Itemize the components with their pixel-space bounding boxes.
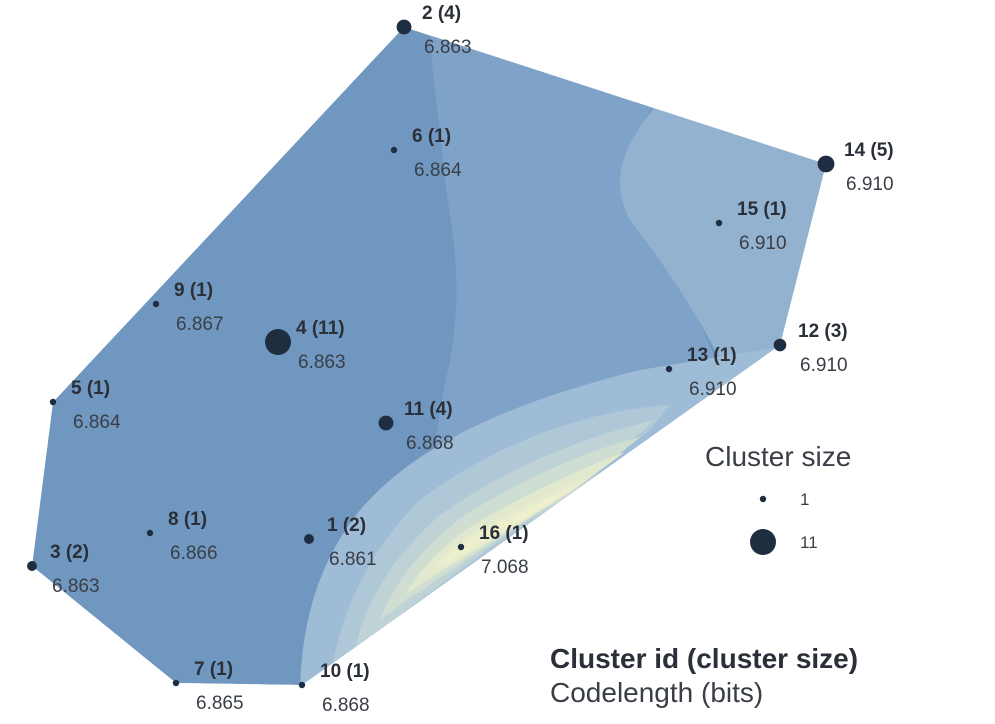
codelength-label-8: 6.866 [170,543,218,564]
codelength-label-13: 6.910 [689,379,737,400]
cluster-id-label-14: 14 (5) [844,140,894,161]
cluster-point-15: 15 (1) 6.910 [715,199,787,254]
label-key: Cluster id (cluster size) Codelength (bi… [550,643,858,708]
codelength-label-4: 6.863 [298,352,346,373]
cluster-id-label-9: 9 (1) [174,280,213,301]
cluster-marker-2 [396,19,412,35]
cluster-id-label-4: 4 (11) [296,318,345,339]
cluster-point-12: 12 (3) 6.910 [773,321,848,376]
contour-band-2 [620,100,826,360]
cluster-id-label-2: 2 (4) [422,3,461,24]
cluster-marker-16 [457,543,465,551]
contour-peak [430,470,605,570]
cluster-point-9: 9 (1) 6.867 [152,280,224,335]
cluster-point-11: 11 (4) 6.868 [378,399,454,454]
codelength-label-9: 6.867 [176,314,224,335]
cluster-point-3: 3 (2) 6.863 [27,542,100,597]
cluster-marker-7 [172,679,180,687]
cluster-point-5: 5 (1) 6.864 [49,378,121,433]
cluster-marker-15 [715,219,723,227]
cluster-id-label-7: 7 (1) [194,659,233,680]
size-legend-marker-large [750,529,776,555]
cluster-point-2: 2 (4) 6.863 [396,3,472,58]
size-legend-marker-small [759,495,767,503]
label-key-line2: Codelength (bits) [550,677,763,708]
cluster-point-7: 7 (1) 6.865 [172,659,244,714]
cluster-marker-12 [773,338,787,352]
cluster-id-label-16: 16 (1) [479,523,529,544]
codelength-label-12: 6.910 [800,355,848,376]
cluster-marker-3 [27,561,37,571]
size-legend-value-small: 1 [800,490,809,509]
cluster-marker-4 [265,329,291,355]
cluster-marker-9 [152,300,160,308]
cluster-marker-13 [665,365,673,373]
cluster-point-14: 14 (5) 6.910 [817,140,894,195]
codelength-label-10: 6.868 [322,695,370,716]
cluster-point-13: 13 (1) 6.910 [665,345,737,400]
cluster-id-label-15: 15 (1) [737,199,787,220]
cluster-id-label-13: 13 (1) [687,345,737,366]
label-key-line1: Cluster id (cluster size) [550,643,858,674]
cluster-id-label-10: 10 (1) [320,661,370,682]
cluster-id-label-8: 8 (1) [168,509,207,530]
cluster-point-8: 8 (1) 6.866 [146,509,218,564]
codelength-label-14: 6.910 [846,174,894,195]
cluster-id-label-6: 6 (1) [412,126,451,147]
codelength-label-11: 6.868 [406,433,454,454]
size-legend-value-large: 11 [800,533,818,552]
cluster-point-4: 4 (11) 6.863 [265,318,346,373]
cluster-marker-14 [817,155,835,173]
codelength-label-2: 6.863 [424,37,472,58]
cluster-marker-5 [49,398,57,406]
size-legend: Cluster size 1 11 [705,441,851,555]
cluster-marker-11 [378,415,394,431]
cluster-id-label-11: 11 (4) [404,399,453,420]
cluster-id-label-1: 1 (2) [327,515,366,536]
cluster-point-16: 16 (1) 7.068 [457,523,529,578]
codelength-label-7: 6.865 [196,693,244,714]
cluster-point-6: 6 (1) 6.864 [390,126,462,181]
codelength-label-1: 6.861 [329,549,377,570]
cluster-marker-10 [298,681,306,689]
codelength-label-3: 6.863 [52,576,100,597]
contour-band-1 [300,27,720,685]
cluster-marker-6 [390,146,398,154]
points-layer: 1 (2) 6.861 2 (4) 6.863 3 (2) 6.863 4 (11) 6.86… [27,3,894,716]
codelength-label-15: 6.910 [739,233,787,254]
codelength-label-5: 6.864 [73,412,121,433]
codelength-label-6: 6.864 [414,160,462,181]
cluster-id-label-12: 12 (3) [798,321,848,342]
cluster-marker-1 [304,534,314,544]
cluster-point-1: 1 (2) 6.861 [304,515,377,570]
cluster-point-10: 10 (1) 6.868 [298,661,370,716]
cluster-id-label-3: 3 (2) [50,542,89,563]
codelength-label-16: 7.068 [481,557,529,578]
size-legend-title: Cluster size [705,441,851,472]
cluster-marker-8 [146,529,154,537]
cluster-id-label-5: 5 (1) [71,378,110,399]
